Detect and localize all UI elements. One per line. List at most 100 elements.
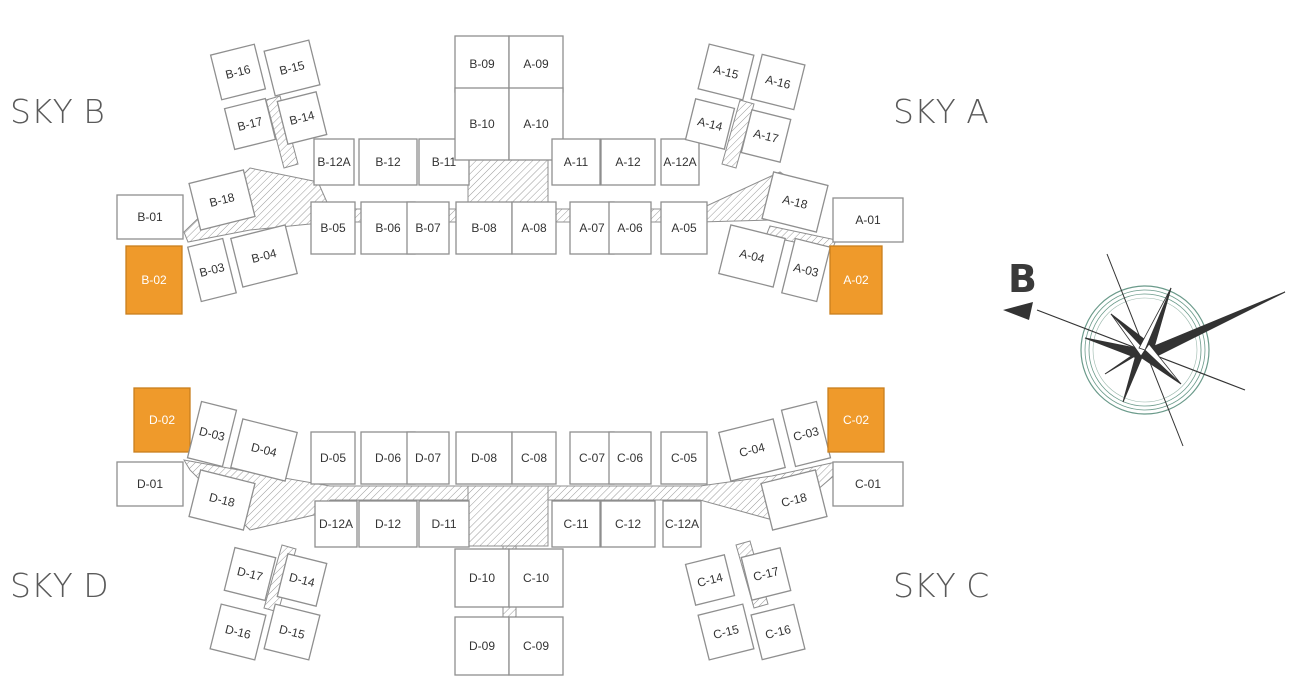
unit-shape[interactable] xyxy=(660,431,708,485)
unit-shape[interactable] xyxy=(133,387,191,453)
unit-shape[interactable] xyxy=(761,171,829,233)
unit-d-11[interactable]: D-11 xyxy=(418,500,470,548)
unit-shape[interactable] xyxy=(551,500,601,548)
unit-d-16[interactable]: D-16 xyxy=(209,603,267,661)
unit-shape[interactable] xyxy=(684,553,736,607)
unit-a-16[interactable]: A-16 xyxy=(750,53,806,111)
unit-shape[interactable] xyxy=(717,224,787,288)
unit-shape[interactable] xyxy=(508,616,564,676)
unit-b-08[interactable]: B-08 xyxy=(455,201,513,255)
unit-shape[interactable] xyxy=(454,548,510,608)
unit-shape[interactable] xyxy=(740,109,792,163)
unit-shape[interactable] xyxy=(832,197,904,243)
unit-a-15[interactable]: A-15 xyxy=(697,43,755,101)
unit-shape[interactable] xyxy=(660,201,708,255)
unit-shape[interactable] xyxy=(750,603,806,661)
unit-shape[interactable] xyxy=(511,201,557,255)
unit-c-06[interactable]: C-06 xyxy=(608,431,652,485)
unit-shape[interactable] xyxy=(508,548,564,608)
unit-b-06[interactable]: B-06 xyxy=(360,201,416,255)
unit-shape[interactable] xyxy=(740,547,792,601)
unit-shape[interactable] xyxy=(186,400,238,468)
unit-shape[interactable] xyxy=(455,431,513,485)
unit-b-02[interactable]: B-02 xyxy=(125,245,183,315)
unit-d-15[interactable]: D-15 xyxy=(263,603,321,661)
unit-shape[interactable] xyxy=(223,546,277,602)
unit-d-04[interactable]: D-04 xyxy=(229,418,299,482)
unit-shape[interactable] xyxy=(660,138,700,186)
unit-a-01[interactable]: A-01 xyxy=(832,197,904,243)
unit-shape[interactable] xyxy=(827,387,885,453)
unit-shape[interactable] xyxy=(406,201,450,255)
unit-a-18[interactable]: A-18 xyxy=(761,171,829,233)
unit-shape[interactable] xyxy=(697,43,755,101)
unit-d-10[interactable]: D-10 xyxy=(454,548,510,608)
unit-b-03[interactable]: B-03 xyxy=(186,237,238,303)
unit-c-02[interactable]: C-02 xyxy=(827,387,885,453)
unit-shape[interactable] xyxy=(780,237,832,303)
unit-shape[interactable] xyxy=(684,97,736,151)
unit-d-01[interactable]: D-01 xyxy=(116,461,184,507)
unit-b-04[interactable]: B-04 xyxy=(229,224,299,288)
unit-d-07[interactable]: D-07 xyxy=(406,431,450,485)
unit-shape[interactable] xyxy=(569,201,615,255)
unit-d-08[interactable]: D-08 xyxy=(455,431,513,485)
unit-shape[interactable] xyxy=(209,603,267,661)
unit-shape[interactable] xyxy=(360,201,416,255)
unit-a-11[interactable]: A-11 xyxy=(551,138,601,186)
unit-c-18[interactable]: C-18 xyxy=(760,469,828,531)
unit-b-10[interactable]: B-10 xyxy=(454,87,510,161)
unit-shape[interactable] xyxy=(358,500,418,548)
unit-shape[interactable] xyxy=(717,418,787,482)
unit-shape[interactable] xyxy=(600,500,656,548)
unit-d-05[interactable]: D-05 xyxy=(310,431,356,485)
unit-shape[interactable] xyxy=(223,97,277,151)
unit-a-07[interactable]: A-07 xyxy=(569,201,615,255)
unit-shape[interactable] xyxy=(832,461,904,507)
unit-shape[interactable] xyxy=(418,500,470,548)
unit-shape[interactable] xyxy=(780,400,832,468)
unit-d-12[interactable]: D-12 xyxy=(358,500,418,548)
unit-shape[interactable] xyxy=(360,431,416,485)
unit-a-02[interactable]: A-02 xyxy=(829,245,883,315)
unit-a-17[interactable]: A-17 xyxy=(740,109,792,163)
unit-b-15[interactable]: B-15 xyxy=(263,39,321,97)
unit-shape[interactable] xyxy=(454,35,510,93)
unit-c-07[interactable]: C-07 xyxy=(569,431,615,485)
unit-a-09[interactable]: A-09 xyxy=(508,35,564,93)
unit-b-07[interactable]: B-07 xyxy=(406,201,450,255)
unit-a-14[interactable]: A-14 xyxy=(684,97,736,151)
unit-shape[interactable] xyxy=(263,39,321,97)
unit-shape[interactable] xyxy=(511,431,557,485)
unit-c-05[interactable]: C-05 xyxy=(660,431,708,485)
unit-c-10[interactable]: C-10 xyxy=(508,548,564,608)
unit-d-03[interactable]: D-03 xyxy=(186,400,238,468)
unit-shape[interactable] xyxy=(263,603,321,661)
unit-a-03[interactable]: A-03 xyxy=(780,237,832,303)
unit-shape[interactable] xyxy=(276,553,328,607)
unit-shape[interactable] xyxy=(125,245,183,315)
unit-b-09[interactable]: B-09 xyxy=(454,35,510,93)
unit-d-09[interactable]: D-09 xyxy=(454,616,510,676)
unit-shape[interactable] xyxy=(454,87,510,161)
unit-b-18[interactable]: B-18 xyxy=(188,169,256,231)
unit-shape[interactable] xyxy=(760,469,828,531)
unit-b-17[interactable]: B-17 xyxy=(223,97,277,151)
unit-shape[interactable] xyxy=(608,431,652,485)
unit-b-12a[interactable]: B-12A xyxy=(313,138,355,186)
unit-shape[interactable] xyxy=(750,53,806,111)
unit-c-14[interactable]: C-14 xyxy=(684,553,736,607)
unit-a-12a[interactable]: A-12A xyxy=(660,138,700,186)
unit-shape[interactable] xyxy=(313,138,355,186)
unit-shape[interactable] xyxy=(551,138,601,186)
unit-shape[interactable] xyxy=(662,500,702,548)
unit-shape[interactable] xyxy=(229,224,299,288)
unit-shape[interactable] xyxy=(229,418,299,482)
unit-c-04[interactable]: C-04 xyxy=(717,418,787,482)
unit-b-12[interactable]: B-12 xyxy=(358,138,418,186)
unit-d-06[interactable]: D-06 xyxy=(360,431,416,485)
unit-b-05[interactable]: B-05 xyxy=(310,201,356,255)
unit-c-09[interactable]: C-09 xyxy=(508,616,564,676)
unit-shape[interactable] xyxy=(116,461,184,507)
unit-shape[interactable] xyxy=(608,201,652,255)
